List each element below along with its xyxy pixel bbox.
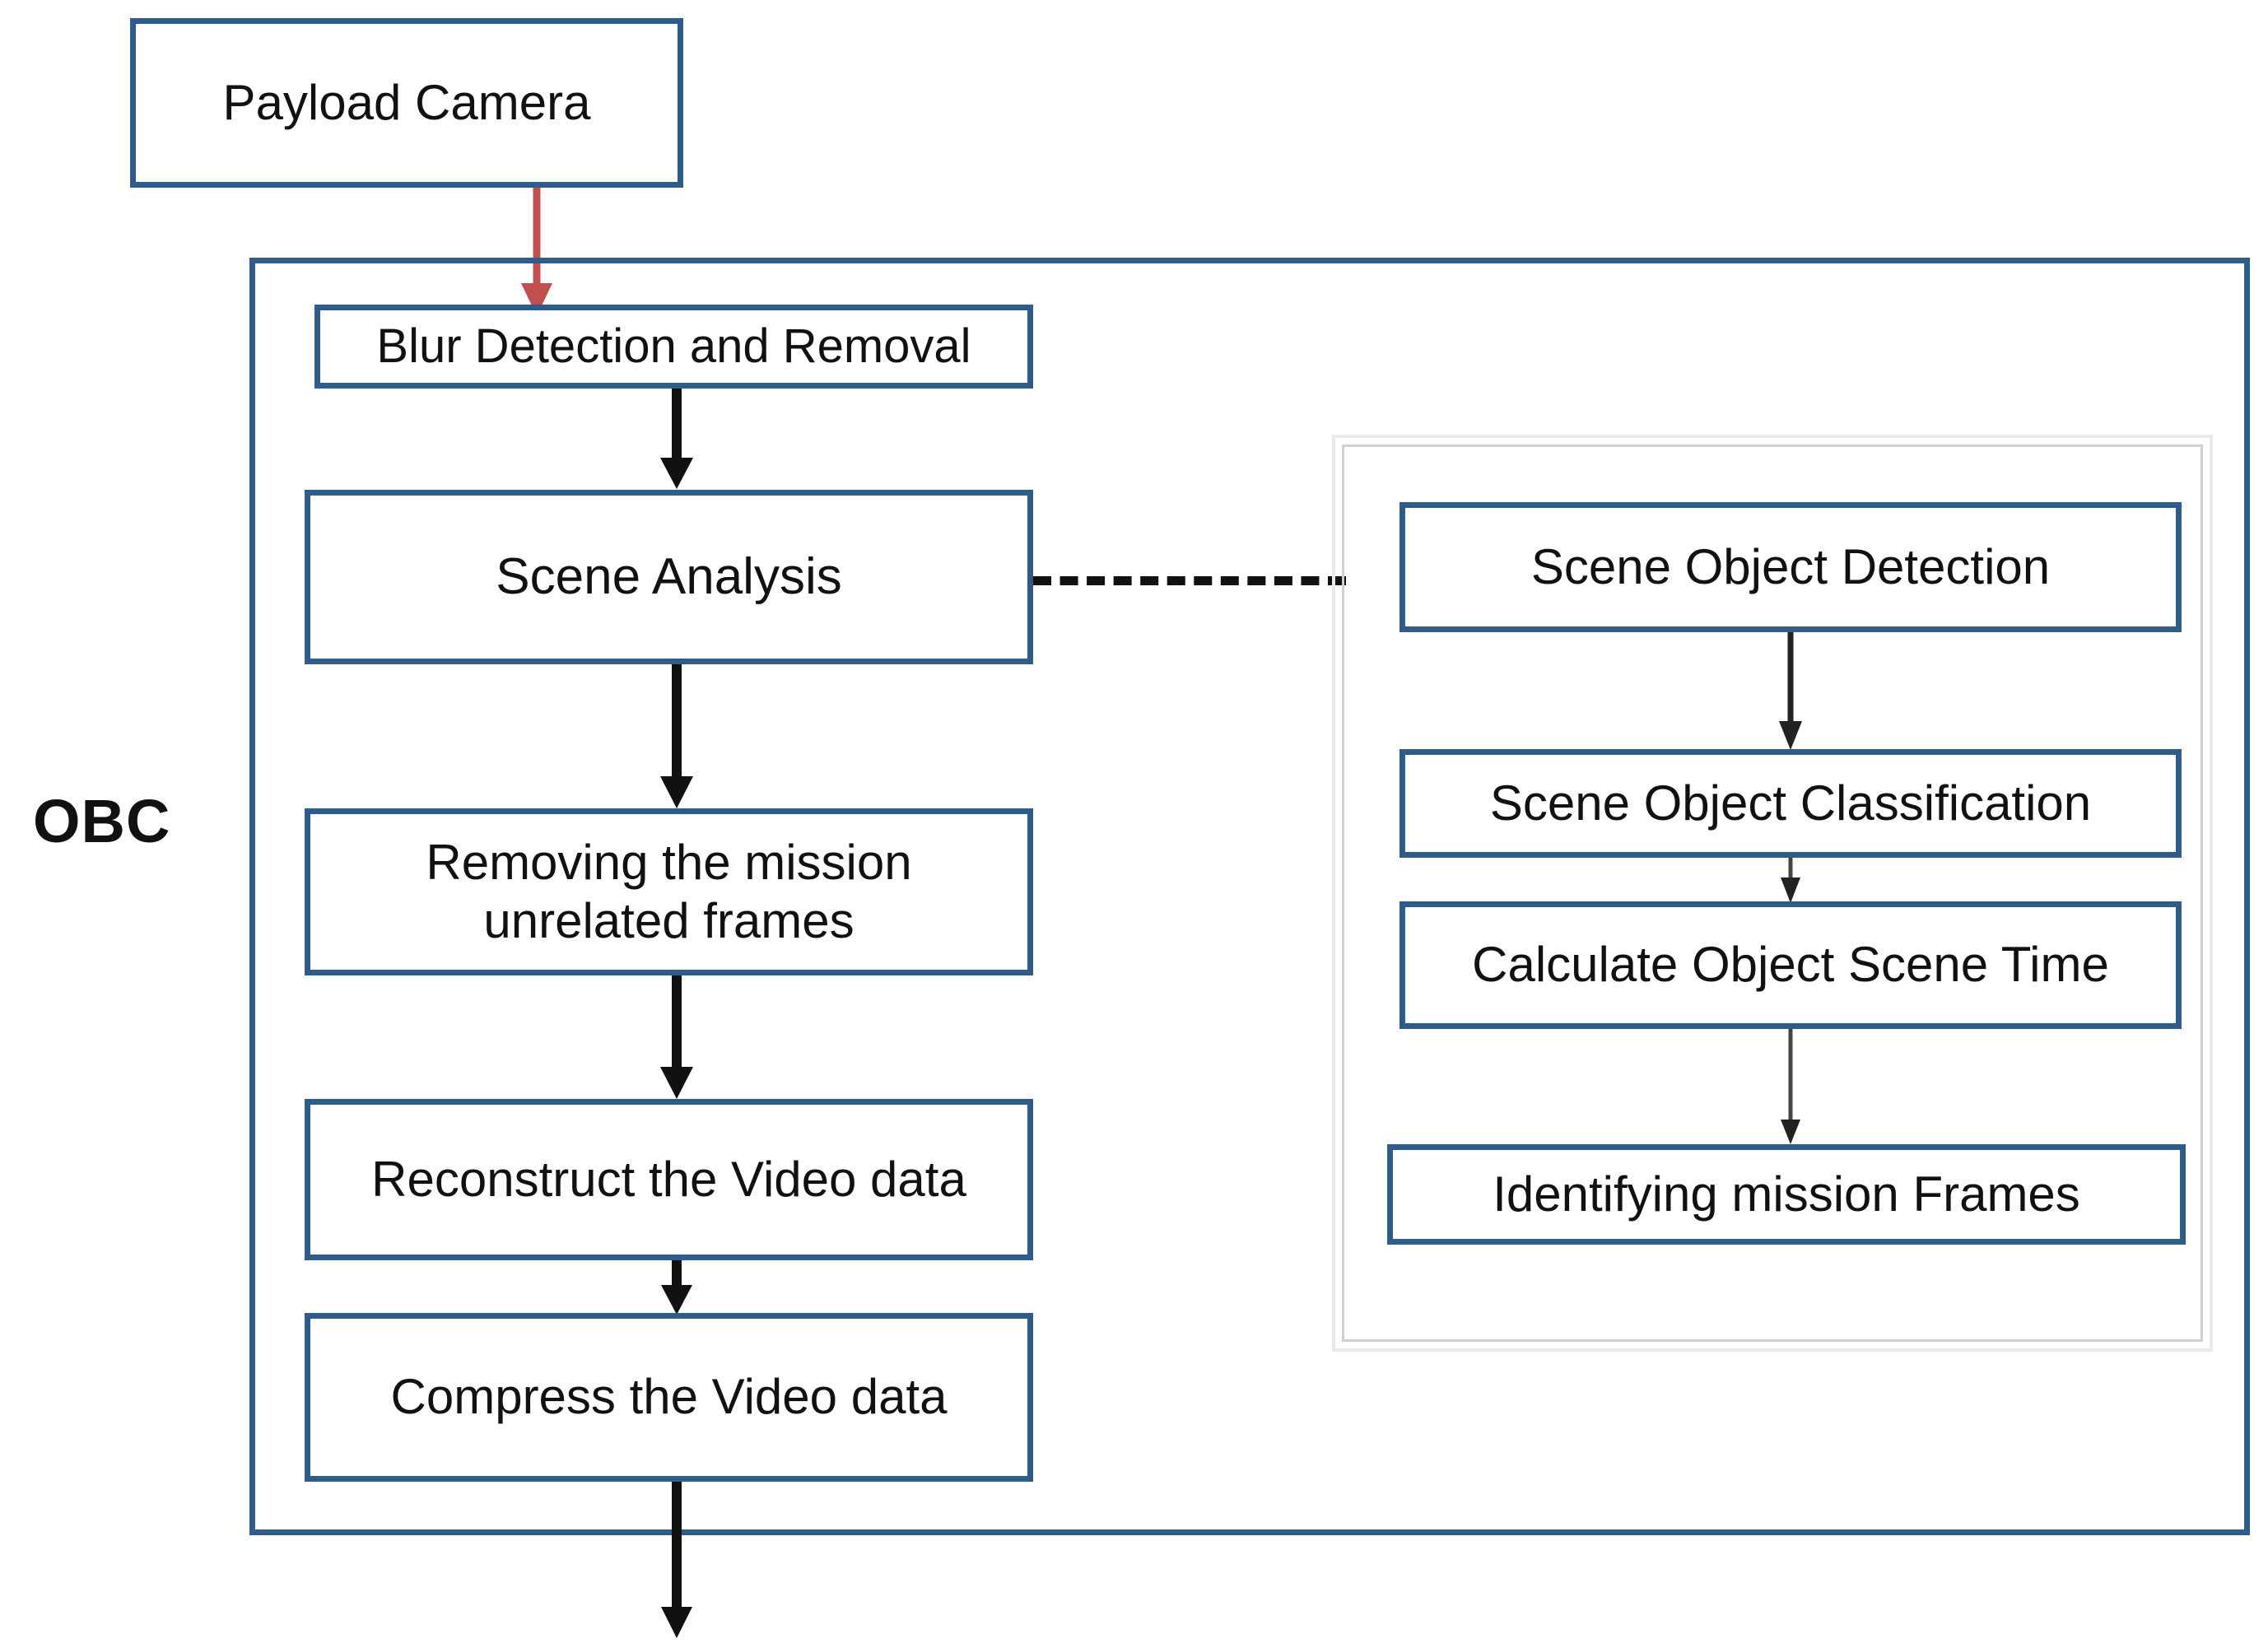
node-calculate-object-scene-time-label: Calculate Object Scene Time bbox=[1472, 937, 2109, 993]
arrow-payload-to-blur bbox=[512, 188, 561, 319]
node-compress-video-data[interactable]: Compress the Video data bbox=[305, 1313, 1033, 1482]
arrow-reconstruct-to-compress bbox=[652, 1260, 701, 1316]
node-blur-detection-and-removal-label: Blur Detection and Removal bbox=[376, 319, 971, 373]
node-scene-object-detection-label: Scene Object Detection bbox=[1530, 538, 2051, 594]
arrow-scene-time-to-identify-frames bbox=[1770, 1029, 1811, 1146]
link-scene-analysis-to-subprocess bbox=[1033, 576, 1346, 585]
arrow-remove-frames-to-reconstruct bbox=[652, 975, 701, 1101]
subprocess-panel-inner-border bbox=[1342, 445, 2203, 1342]
node-removing-mission-unrelated-frames-label: Removing the mission unrelated frames bbox=[426, 834, 912, 948]
node-compress-video-data-label: Compress the Video data bbox=[390, 1369, 948, 1425]
node-scene-object-classification-label: Scene Object Classification bbox=[1489, 775, 2092, 831]
node-scene-object-classification[interactable]: Scene Object Classification bbox=[1399, 749, 2182, 858]
node-reconstruct-video-data-label: Reconstruct the Video data bbox=[371, 1151, 966, 1207]
node-removing-mission-unrelated-frames[interactable]: Removing the mission unrelated frames bbox=[305, 808, 1033, 975]
arrow-detection-to-classification bbox=[1770, 632, 1811, 752]
obc-label: OBC bbox=[33, 787, 171, 855]
node-scene-analysis[interactable]: Scene Analysis bbox=[305, 490, 1033, 664]
arrow-classification-to-scene-time bbox=[1770, 858, 1811, 905]
node-identifying-mission-frames[interactable]: Identifying mission Frames bbox=[1387, 1144, 2186, 1245]
node-payload-camera[interactable]: Payload Camera bbox=[130, 18, 683, 188]
arrow-scene-analysis-to-remove-frames bbox=[652, 664, 701, 811]
obc-container bbox=[249, 258, 2250, 1535]
node-scene-analysis-label: Scene Analysis bbox=[496, 548, 842, 606]
node-scene-object-detection[interactable]: Scene Object Detection bbox=[1399, 502, 2182, 632]
node-identifying-mission-frames-label: Identifying mission Frames bbox=[1493, 1166, 2080, 1222]
node-reconstruct-video-data[interactable]: Reconstruct the Video data bbox=[305, 1099, 1033, 1260]
subprocess-panel bbox=[1332, 435, 2213, 1352]
arrow-compress-output bbox=[652, 1482, 701, 1640]
node-blur-detection-and-removal[interactable]: Blur Detection and Removal bbox=[314, 305, 1033, 389]
node-payload-camera-label: Payload Camera bbox=[222, 74, 591, 130]
node-calculate-object-scene-time[interactable]: Calculate Object Scene Time bbox=[1399, 901, 2182, 1029]
arrow-blur-to-scene-analysis bbox=[652, 389, 701, 491]
